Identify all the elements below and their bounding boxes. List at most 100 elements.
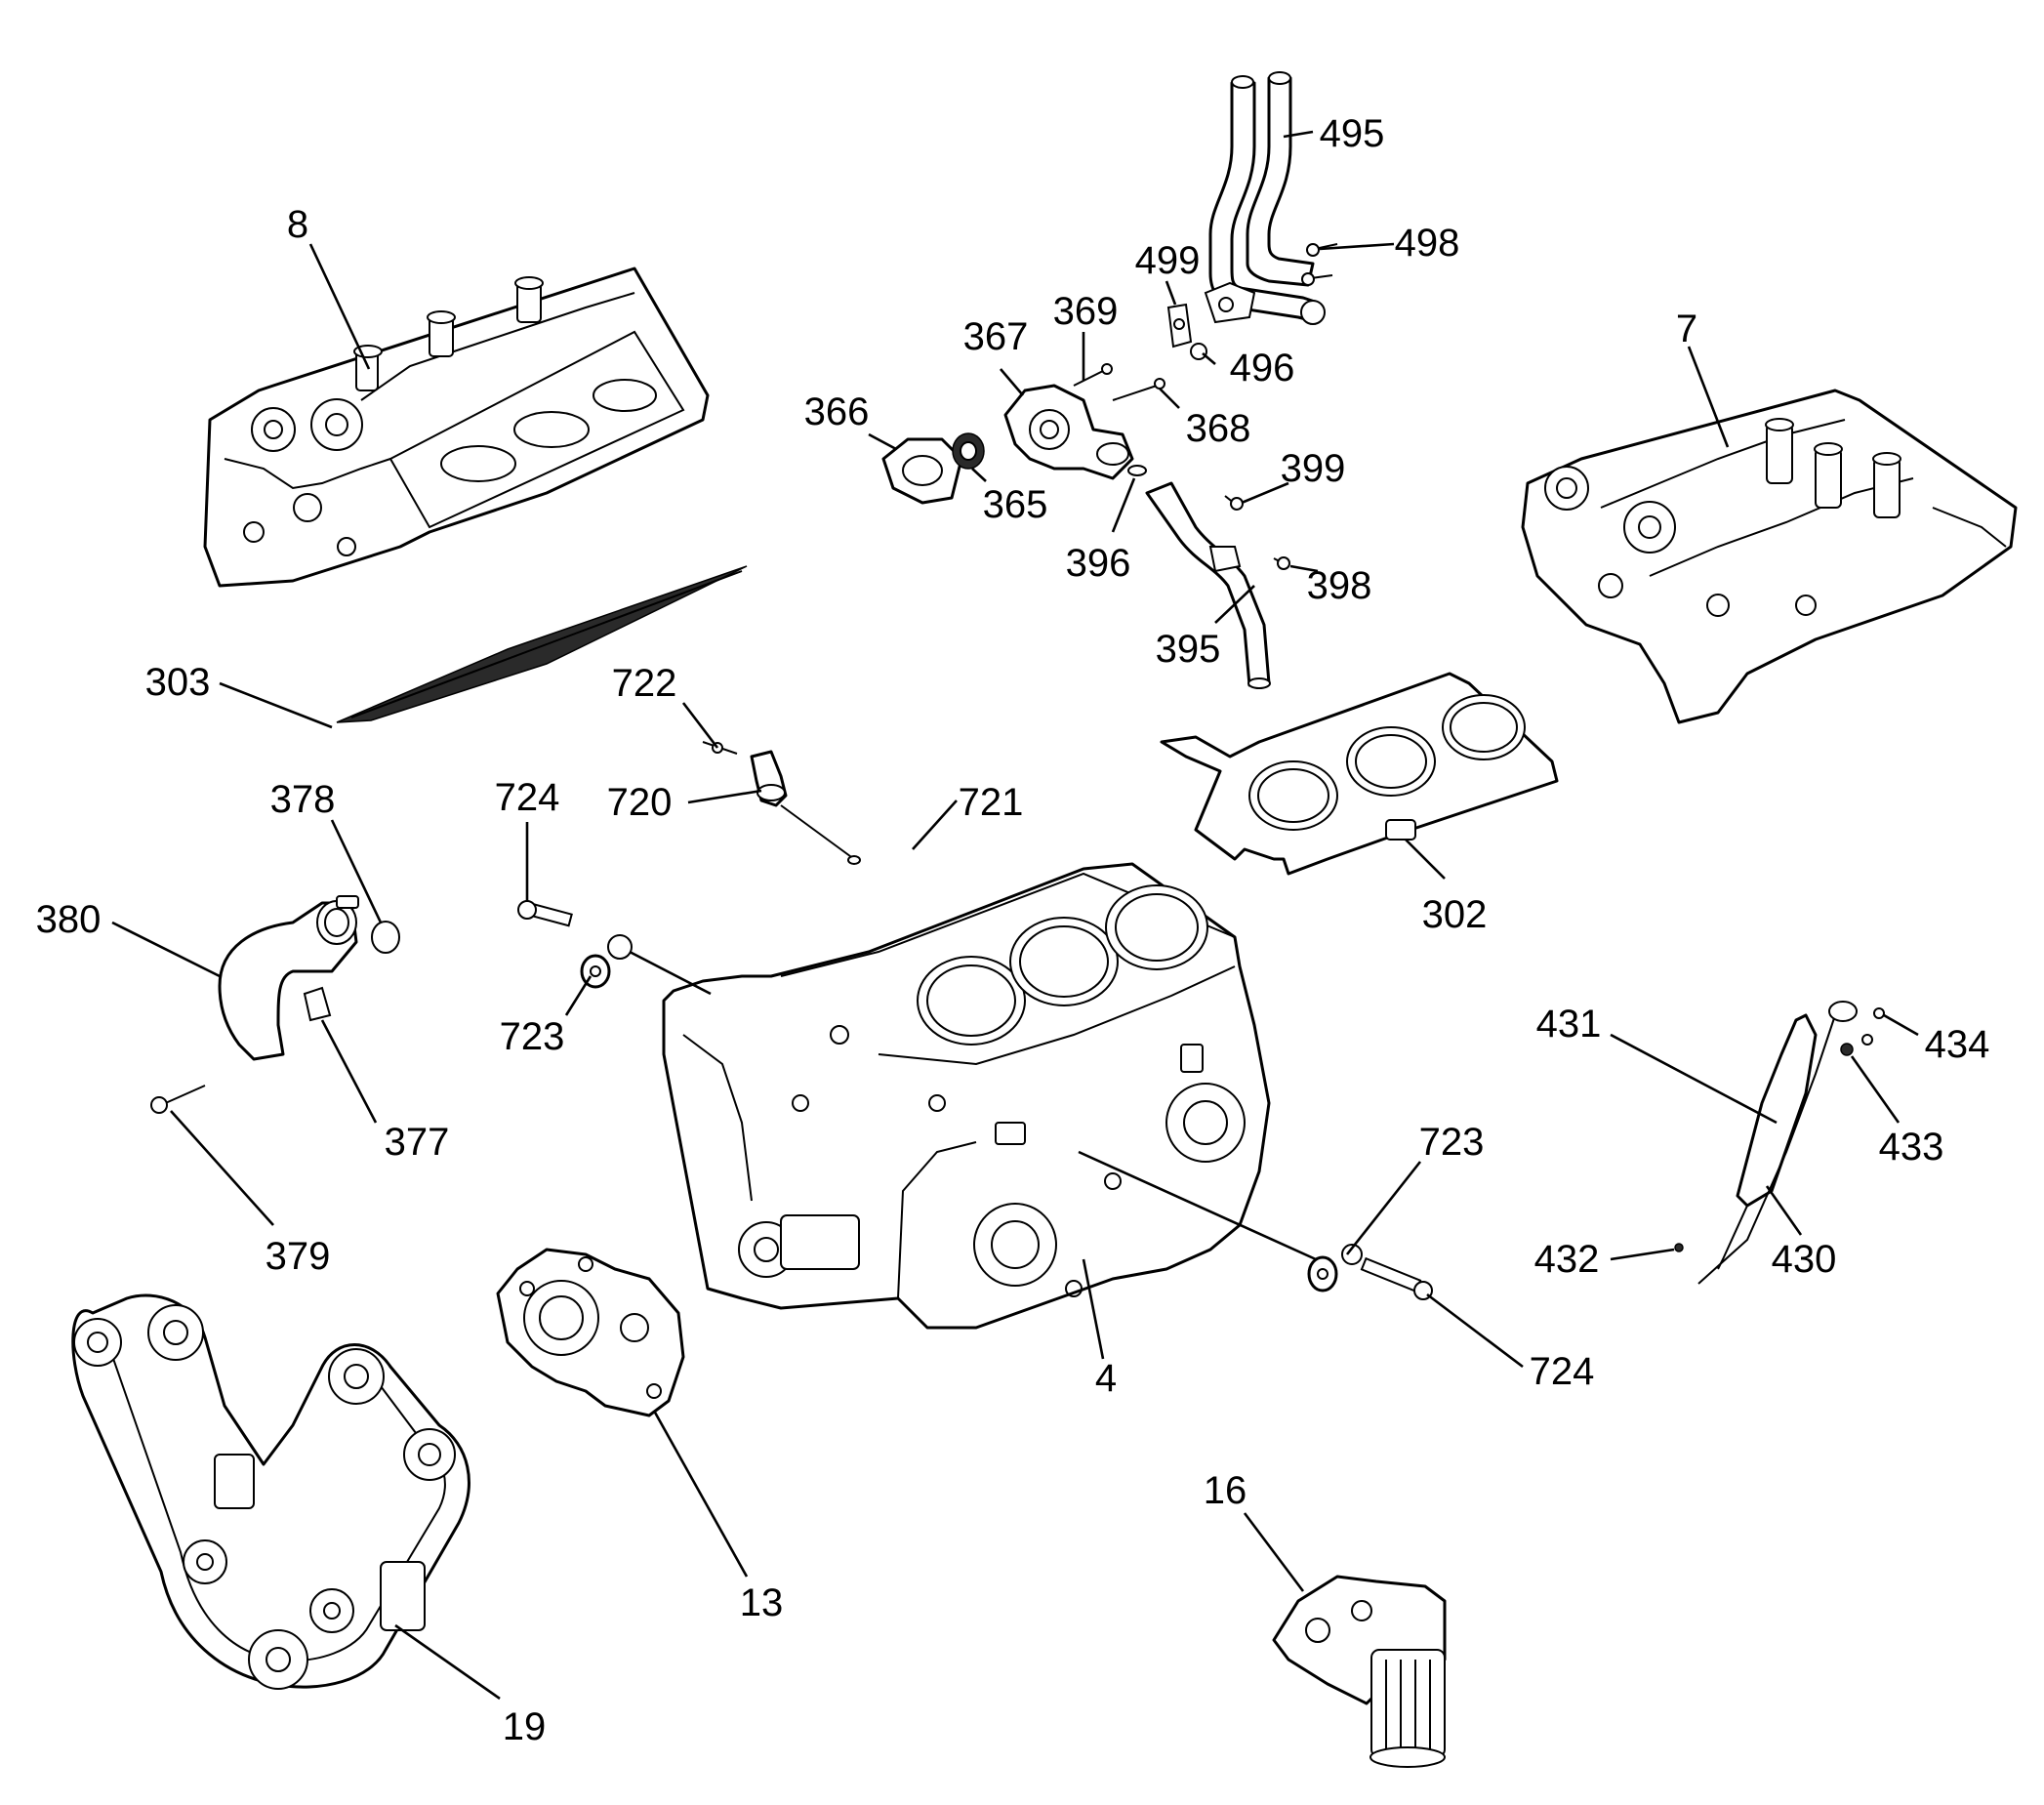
callout-366: 366: [804, 390, 870, 433]
leader-396: [1111, 477, 1136, 533]
leader-434: [1883, 1013, 1919, 1037]
callout-496: 496: [1230, 347, 1295, 390]
oil-level-tube-431: [1717, 1013, 1818, 1270]
leader-399: [1241, 481, 1289, 505]
callout-720: 720: [607, 781, 673, 824]
callout-378: 378: [270, 778, 336, 821]
callout-365: 365: [983, 483, 1048, 526]
bolt-724-right: [1360, 1256, 1433, 1300]
water-outlet-380: [218, 895, 359, 1061]
sensor-bolt-722: [702, 741, 738, 755]
leader-16: [1243, 1512, 1305, 1592]
leader-432: [1610, 1248, 1675, 1261]
callout-722: 722: [612, 662, 677, 705]
callout-724b: 724: [1530, 1350, 1595, 1393]
thermostat-365: [952, 432, 985, 470]
leader-19: [394, 1623, 501, 1701]
bolt-433: [1840, 1043, 1854, 1056]
callout-377: 377: [385, 1121, 450, 1164]
leader-430: [1765, 1185, 1803, 1236]
leader-395: [1214, 585, 1255, 624]
cylinder-head-right: [1521, 389, 2018, 724]
callout-367: 367: [963, 315, 1029, 358]
leader-303: [219, 681, 333, 729]
callout-430: 430: [1772, 1238, 1837, 1281]
leader-720: [687, 789, 762, 804]
oring-432: [1674, 1243, 1684, 1252]
oil-pump: [496, 1248, 685, 1417]
leader-380: [111, 921, 221, 978]
seal-377: [303, 986, 332, 1022]
leader-499: [1165, 280, 1177, 306]
callout-16: 16: [1204, 1469, 1247, 1512]
leader-365: [971, 468, 987, 482]
leader-496: [1202, 352, 1216, 365]
callout-723b: 723: [1419, 1121, 1485, 1164]
sensor-720: [750, 750, 788, 807]
callout-368: 368: [1186, 407, 1251, 450]
callout-498: 498: [1395, 222, 1460, 265]
leader-498: [1319, 242, 1395, 251]
callout-723a: 723: [500, 1015, 565, 1058]
leader-377: [320, 1019, 378, 1124]
leader-723a-bolt: [629, 950, 712, 996]
callout-303: 303: [145, 661, 211, 704]
leader-398: [1289, 564, 1319, 573]
leader-lines: [111, 130, 1919, 1701]
sensor-723-left: [580, 934, 633, 989]
seal-496: [1190, 343, 1207, 360]
bolt-398: [1273, 556, 1290, 570]
fastener-498a: [1306, 243, 1338, 257]
callout-labels: 8 7 303 302 4 13 16 19 495 498 499 496 3…: [36, 112, 1990, 1748]
bolt-724-left: [517, 900, 573, 927]
callout-432: 432: [1534, 1238, 1600, 1281]
bolt-368: [1112, 378, 1165, 401]
leader-13: [652, 1410, 749, 1578]
leader-495: [1283, 130, 1314, 139]
leader-8: [308, 243, 371, 370]
callout-495: 495: [1320, 112, 1385, 155]
callout-379: 379: [266, 1235, 331, 1278]
leader-721: [912, 800, 958, 850]
callout-434: 434: [1925, 1023, 1990, 1066]
leader-7: [1687, 346, 1730, 448]
callout-19: 19: [503, 1705, 547, 1748]
gasket-366: [881, 437, 963, 505]
leader-378: [330, 819, 383, 923]
callout-380: 380: [36, 898, 102, 941]
callout-7: 7: [1676, 308, 1697, 350]
callout-721: 721: [959, 781, 1024, 824]
callout-499: 499: [1135, 239, 1201, 282]
leader-367: [1000, 368, 1024, 396]
cylinder-head-left: [203, 267, 710, 588]
callout-433: 433: [1879, 1126, 1944, 1169]
o-ring-396: [1127, 465, 1147, 476]
leader-722: [681, 702, 719, 749]
callout-396: 396: [1066, 542, 1131, 585]
callout-398: 398: [1307, 564, 1372, 607]
oring-721: [780, 804, 861, 865]
head-gasket-right: [1160, 672, 1559, 876]
bolt-379: [150, 1085, 206, 1114]
fastener-498b: [1301, 272, 1333, 286]
callout-8: 8: [287, 203, 308, 246]
leader-723b-bolt: [1078, 1150, 1317, 1261]
callout-302: 302: [1422, 893, 1488, 936]
oil-level-indicator-430: [1697, 1001, 1858, 1285]
leader-368: [1159, 388, 1180, 409]
bolt-399: [1224, 495, 1244, 511]
callout-399: 399: [1281, 447, 1346, 490]
callout-395: 395: [1156, 628, 1221, 671]
callout-369: 369: [1053, 290, 1119, 333]
callout-13: 13: [740, 1581, 784, 1624]
leader-433: [1850, 1055, 1901, 1124]
heater-pipes: [1204, 71, 1326, 325]
leader-379: [170, 1110, 274, 1226]
leader-723b: [1345, 1161, 1422, 1255]
callout-431: 431: [1536, 1003, 1602, 1046]
engine-block: [662, 862, 1271, 1330]
timing-chain-set: [71, 1293, 470, 1690]
leader-302: [1405, 839, 1446, 880]
